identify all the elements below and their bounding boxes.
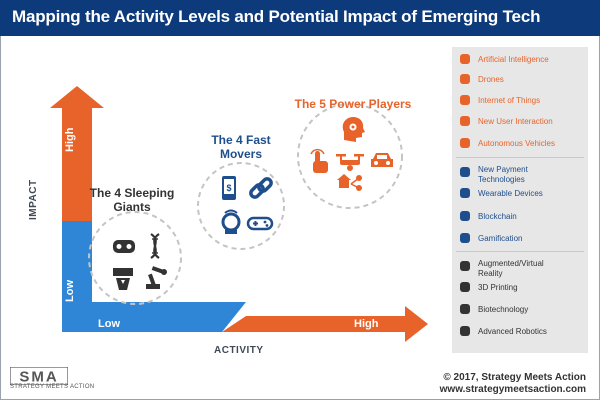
legend-separator: [456, 157, 584, 158]
legend-item-label: Gamification: [478, 234, 523, 243]
ai-head-icon: [342, 117, 365, 142]
legend-item-label: Autonomous Vehicles: [478, 139, 555, 148]
dna-icon: [150, 233, 160, 259]
legend-item-label: Wearable Devices: [478, 189, 543, 198]
legend-item-label-line2: Reality: [478, 269, 503, 278]
vr-headset-icon: [113, 240, 135, 253]
power-players-circle: [297, 103, 403, 209]
wearable-icon: [460, 188, 470, 198]
x-high-label: High: [354, 318, 379, 330]
touch-hand-icon: [310, 148, 328, 173]
sma-logo: SMA STRATEGY MEETS ACTION: [9, 366, 94, 390]
legend-item-label: Drones: [478, 75, 504, 84]
legend-item-label: New User Interaction: [478, 117, 553, 126]
chain-link-icon: [460, 211, 470, 221]
gamepad-icon: [460, 233, 470, 243]
title-bar: Mapping the Activity Levels and Potentia…: [0, 0, 600, 36]
wearable-icon: [221, 209, 241, 234]
dna-icon: [460, 304, 470, 314]
chain-link-icon: [249, 177, 273, 199]
car-icon: [371, 153, 393, 167]
sleeping-giants-title: The 4 Sleeping Giants: [89, 186, 175, 214]
footer: © 2017, Strategy Meets Action www.strate…: [440, 372, 586, 396]
y-axis-label: IMPACT: [28, 179, 39, 220]
drone-icon: [460, 74, 470, 84]
mobile-payment-icon: [460, 167, 470, 177]
diagram-canvas: $: [50, 86, 428, 342]
y-high-label: High: [64, 127, 76, 152]
3d-printer-icon: [460, 282, 470, 292]
x-axis-label: ACTIVITY: [214, 345, 264, 356]
robot-arm-icon: [460, 326, 470, 336]
x-low-label: Low: [98, 318, 120, 330]
copyright-text: © 2017, Strategy Meets Action: [443, 372, 586, 383]
sleeping-giants-circle: [88, 211, 182, 305]
legend-item-label: New Payment: [478, 165, 528, 174]
fast-movers-circle: [197, 162, 285, 250]
legend-item-label: Blockchain: [478, 212, 517, 221]
activity-axis-arrow: [222, 306, 428, 342]
3d-printer-icon: [113, 268, 133, 290]
robot-arm-icon: [146, 266, 167, 289]
legend-item-label: Advanced Robotics: [478, 327, 547, 336]
legend-item-label: 3D Printing: [478, 283, 518, 292]
fast-movers-title: The 4 Fast Movers: [211, 133, 271, 161]
touch-hand-icon: [460, 116, 470, 126]
iot-network-icon: [337, 174, 362, 191]
legend-item-label: Biotechnology: [478, 305, 529, 314]
ai-head-icon: [460, 54, 470, 64]
svg-text:$: $: [226, 183, 231, 193]
low-axis-corner: [62, 221, 246, 332]
svg-text:SMA: SMA: [19, 369, 58, 386]
legend-item-label: Internet of Things: [478, 96, 541, 105]
page-title: Mapping the Activity Levels and Potentia…: [12, 7, 541, 26]
website-url: www.strategymeetsaction.com: [439, 384, 586, 395]
power-players-title: The 5 Power Players: [294, 97, 412, 111]
car-icon: [460, 138, 470, 148]
legend-separator: [456, 251, 584, 252]
sma-logo-mark: SMA: [9, 366, 69, 386]
gamepad-icon: [246, 216, 274, 231]
legend-item-label-line2: Technologies: [478, 175, 525, 184]
legend-item-label: Augmented/Virtual: [478, 259, 544, 268]
vr-headset-icon: [460, 261, 470, 271]
legend-item-label: Artificial Intelligence: [478, 55, 549, 64]
mobile-payment-icon: $: [222, 176, 236, 200]
logo-subtitle: STRATEGY MEETS ACTION: [10, 384, 95, 390]
y-low-label: Low: [64, 280, 76, 302]
drone-icon: [336, 154, 364, 171]
iot-network-icon: [460, 95, 470, 105]
